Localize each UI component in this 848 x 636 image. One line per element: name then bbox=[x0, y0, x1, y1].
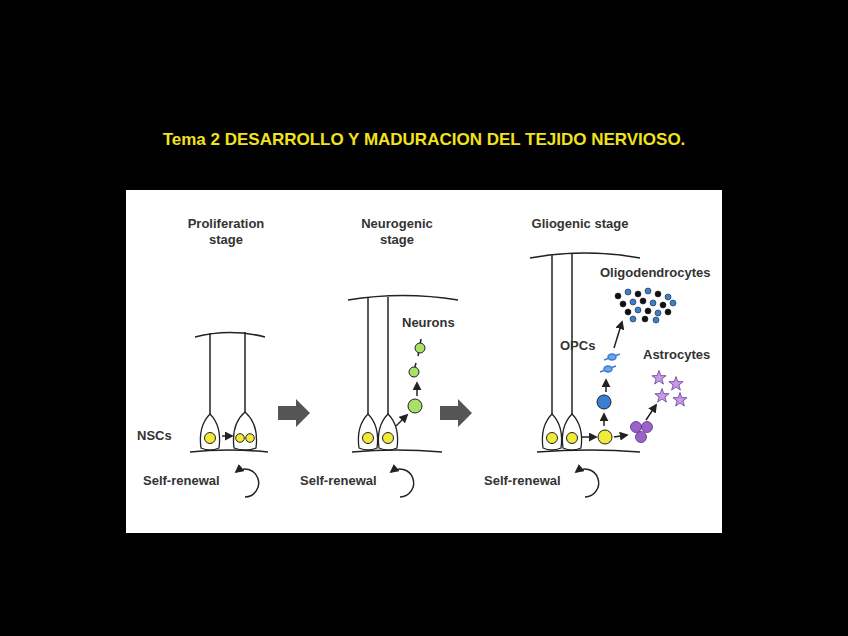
oligodendrocyte-dot bbox=[665, 294, 671, 300]
self-renewal-label: Self-renewal bbox=[300, 473, 377, 489]
stage-title: Neurogenic stage bbox=[352, 216, 442, 248]
oligodendrocyte-dot bbox=[670, 300, 676, 306]
oligodendrocyte-dot bbox=[625, 289, 631, 295]
oligodendrocyte-dot bbox=[615, 293, 621, 299]
oligodendrocyte-dot bbox=[620, 301, 626, 307]
cell-label: OPCs bbox=[560, 338, 595, 354]
oligodendrocyte-dot bbox=[655, 291, 661, 297]
oligodendrocyte-dot bbox=[630, 299, 636, 305]
self-renewal-label: Self-renewal bbox=[143, 473, 220, 489]
oligodendrocyte-dot bbox=[665, 309, 671, 315]
slide-title: Tema 2 DESARROLLO Y MADURACION DEL TEJID… bbox=[163, 130, 686, 150]
oligodendrocyte-dot bbox=[630, 316, 636, 322]
oligodendrocyte-dot bbox=[653, 317, 659, 323]
cell-label: NSCs bbox=[137, 428, 172, 444]
oligodendrocyte-dot bbox=[645, 308, 651, 314]
stage-title: Proliferation stage bbox=[176, 216, 276, 248]
stage-title: Gliogenic stage bbox=[505, 216, 655, 232]
astrocyte-precursors bbox=[631, 422, 653, 443]
oligodendrocyte-dot bbox=[645, 288, 651, 294]
neurogenic-stage bbox=[348, 296, 458, 498]
white-panel bbox=[126, 190, 722, 533]
astrocyte-star bbox=[652, 371, 666, 385]
oligodendrocyte-dot bbox=[642, 316, 648, 322]
oligodendrocyte-dot bbox=[660, 302, 666, 308]
self-renewal-label: Self-renewal bbox=[484, 473, 561, 489]
oligodendrocyte-cluster bbox=[615, 288, 676, 323]
opc-cells bbox=[600, 354, 620, 372]
oligodendrocyte-dot bbox=[655, 310, 661, 316]
astrocyte-star bbox=[673, 393, 687, 407]
astrocyte-star bbox=[669, 377, 683, 391]
oligodendrocyte-dot bbox=[635, 291, 641, 297]
oligodendrocyte-dot bbox=[650, 300, 656, 306]
astrocyte-star bbox=[655, 389, 669, 403]
cell-label: Oligodendrocytes bbox=[600, 265, 711, 281]
oligodendrocyte-dot bbox=[625, 309, 631, 315]
oligodendrocyte-dot bbox=[635, 307, 641, 313]
cell-label: Astrocytes bbox=[643, 347, 710, 363]
proliferation-stage bbox=[190, 332, 268, 497]
cell-label: Neurons bbox=[402, 315, 455, 331]
gliogenic-stage bbox=[530, 253, 656, 497]
stage-arrow bbox=[278, 399, 310, 427]
stage-arrow bbox=[440, 399, 472, 427]
astrocytes-icons bbox=[652, 371, 687, 407]
oligodendrocyte-dot bbox=[640, 298, 646, 304]
